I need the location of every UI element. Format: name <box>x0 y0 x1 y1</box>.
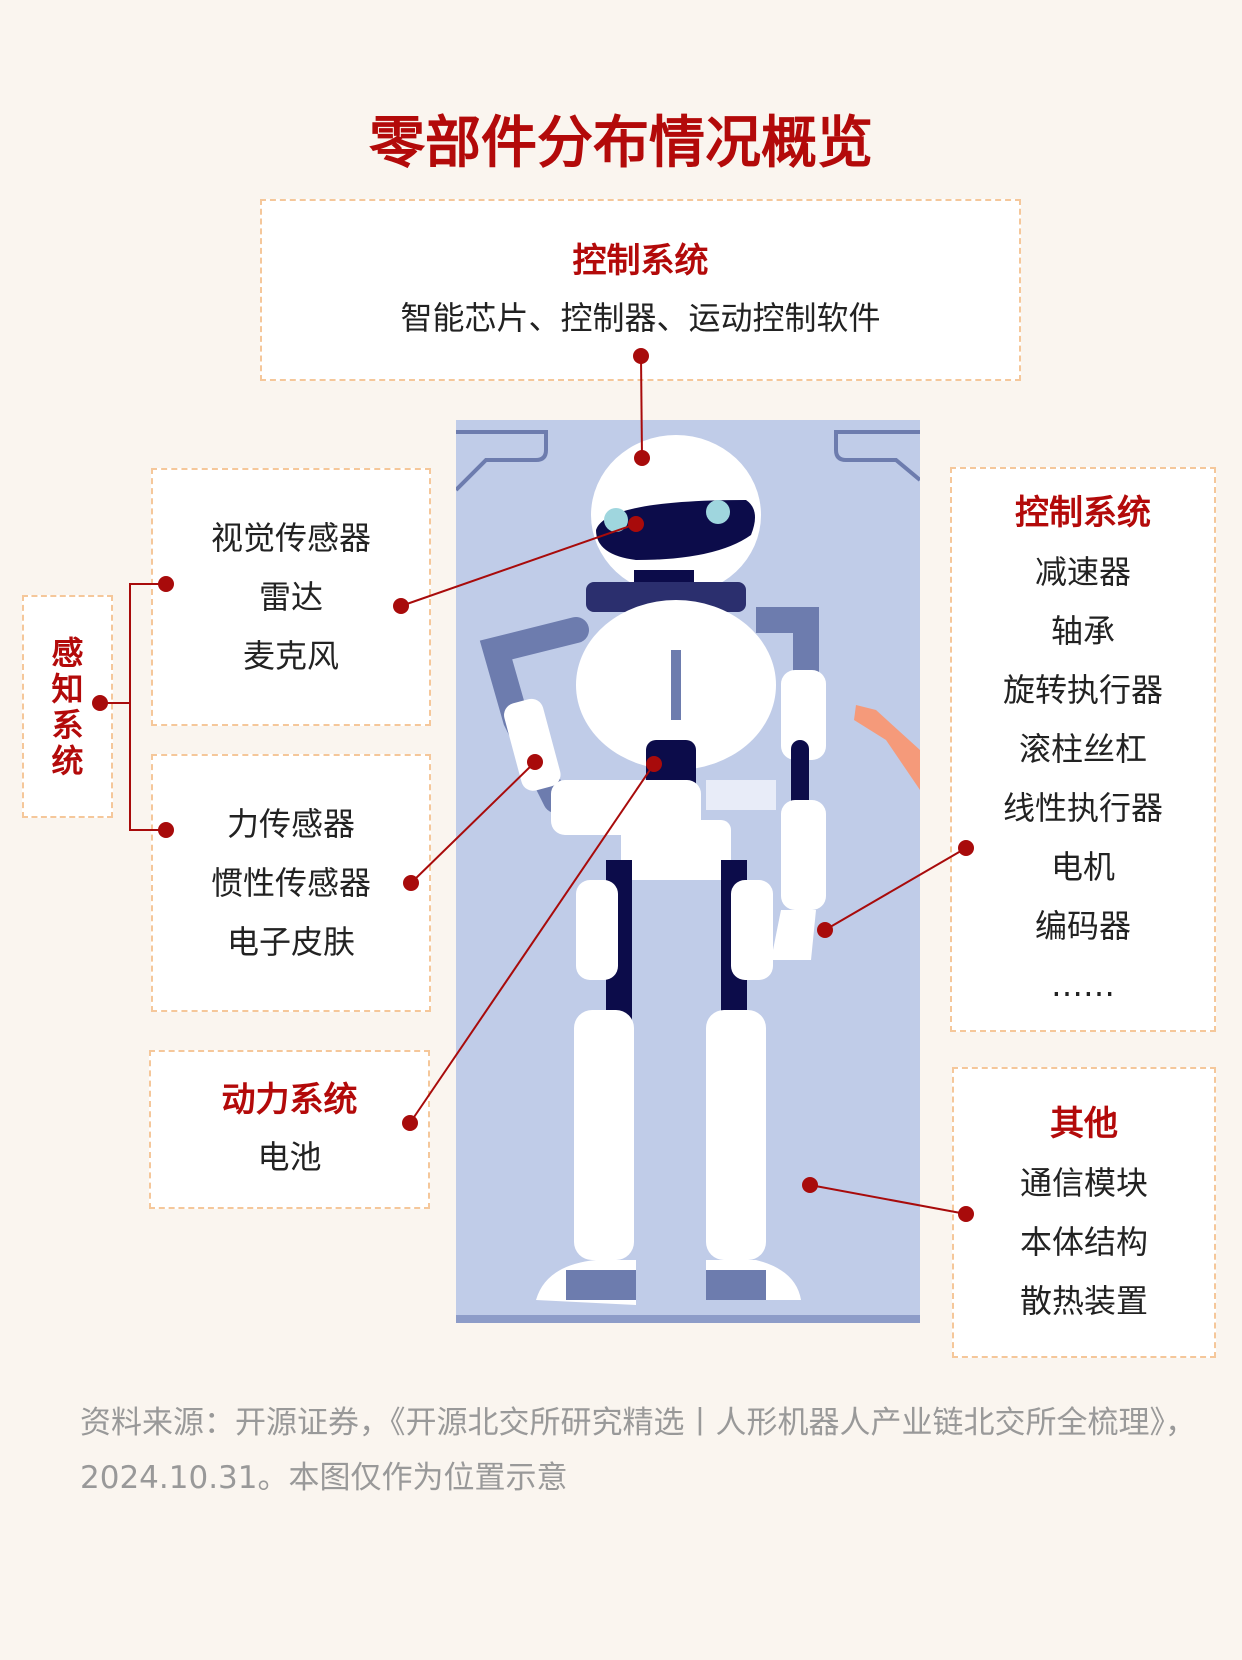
list-item: 麦克风 <box>242 636 339 675</box>
perception-sensors-box: 视觉传感器 雷达 麦克风 <box>151 468 431 726</box>
list-item: 电机 <box>1050 848 1115 886</box>
other-heading: 其他 <box>1050 1103 1118 1144</box>
list-item: 本体结构 <box>1019 1222 1148 1261</box>
robot-illustration <box>456 420 920 1323</box>
source-note: 资料来源：开源证券，《开源北交所研究精选丨人形机器人产业链北交所全梳理》，202… <box>80 1405 1196 1496</box>
control-system-right-box: 控制系统 减速器 轴承 旋转执行器 滚柱丝杠 线性执行器 电机 编码器 …… <box>950 467 1216 1032</box>
list-item: 线性执行器 <box>1002 789 1163 827</box>
list-item: 雷达 <box>258 577 323 616</box>
list-item: 减速器 <box>1034 553 1131 591</box>
list-item: 旋转执行器 <box>1002 671 1163 709</box>
perception-touch-box: 力传感器 惯性传感器 电子皮肤 <box>151 754 431 1012</box>
list-item: 惯性传感器 <box>210 863 371 902</box>
other-box: 其他 通信模块 本体结构 散热装置 <box>952 1067 1216 1358</box>
page-title: 零部件分布情况概览 <box>369 111 873 176</box>
list-item: 轴承 <box>1050 612 1115 650</box>
control-right-heading: 控制系统 <box>1015 493 1151 533</box>
list-item: 滚柱丝杠 <box>1018 730 1147 768</box>
list-item: 视觉传感器 <box>210 518 371 557</box>
perception-label: 感知系统 <box>51 633 84 780</box>
list-item: 电子皮肤 <box>226 922 355 961</box>
power-system-box: 动力系统 电池 <box>149 1050 430 1209</box>
control-heading: 控制系统 <box>572 240 709 281</box>
power-heading: 动力系统 <box>221 1080 358 1120</box>
list-item: 力传感器 <box>226 804 355 843</box>
list-item: 编码器 <box>1034 907 1131 945</box>
list-item: …… <box>1051 966 1115 1004</box>
list-item: 散热装置 <box>1019 1281 1148 1320</box>
control-items: 智能芯片、控制器、运动控制软件 <box>400 298 881 337</box>
list-item: 通信模块 <box>1019 1163 1148 1202</box>
list-item: 电池 <box>257 1138 322 1176</box>
